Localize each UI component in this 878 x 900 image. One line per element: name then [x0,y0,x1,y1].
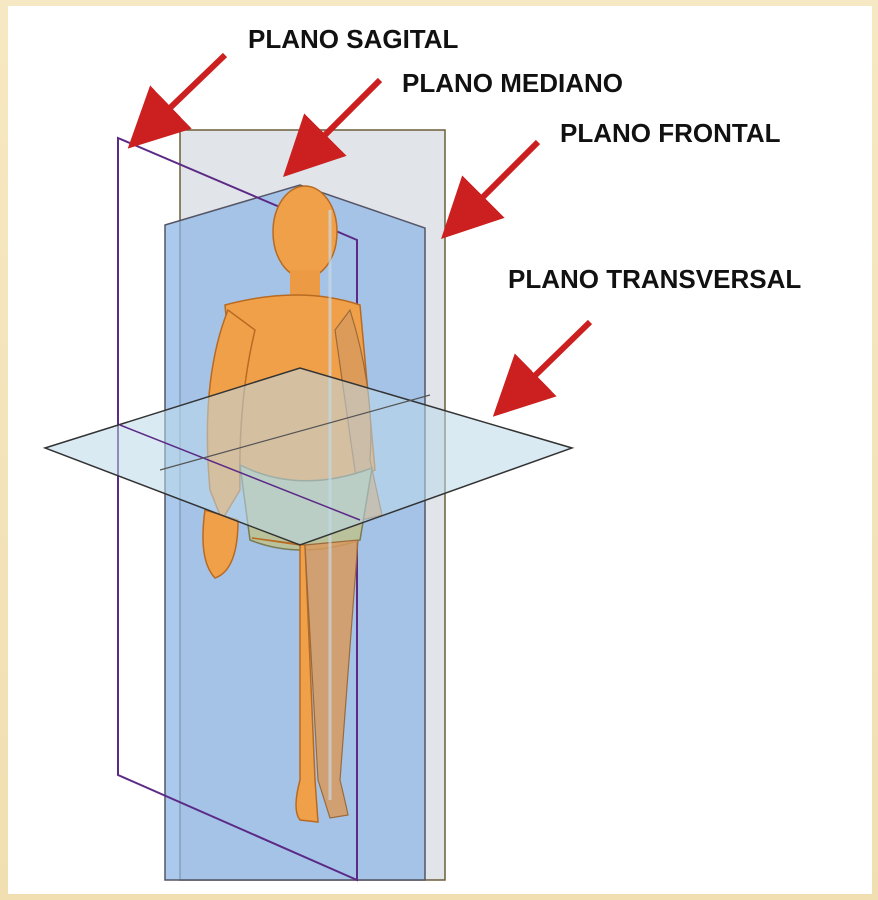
label-plano-frontal: PLANO FRONTAL [560,118,781,148]
head [273,186,337,278]
label-plano-transversal: PLANO TRANSVERSAL [508,264,801,294]
label-plano-sagital: PLANO SAGITAL [248,24,459,54]
arrow-transversal [510,322,590,400]
label-plano-mediano: PLANO MEDIANO [402,68,623,98]
transverse-plane [45,368,572,545]
arrow-sagital [145,55,225,132]
neck [290,270,320,298]
arrow-frontal [458,142,538,222]
